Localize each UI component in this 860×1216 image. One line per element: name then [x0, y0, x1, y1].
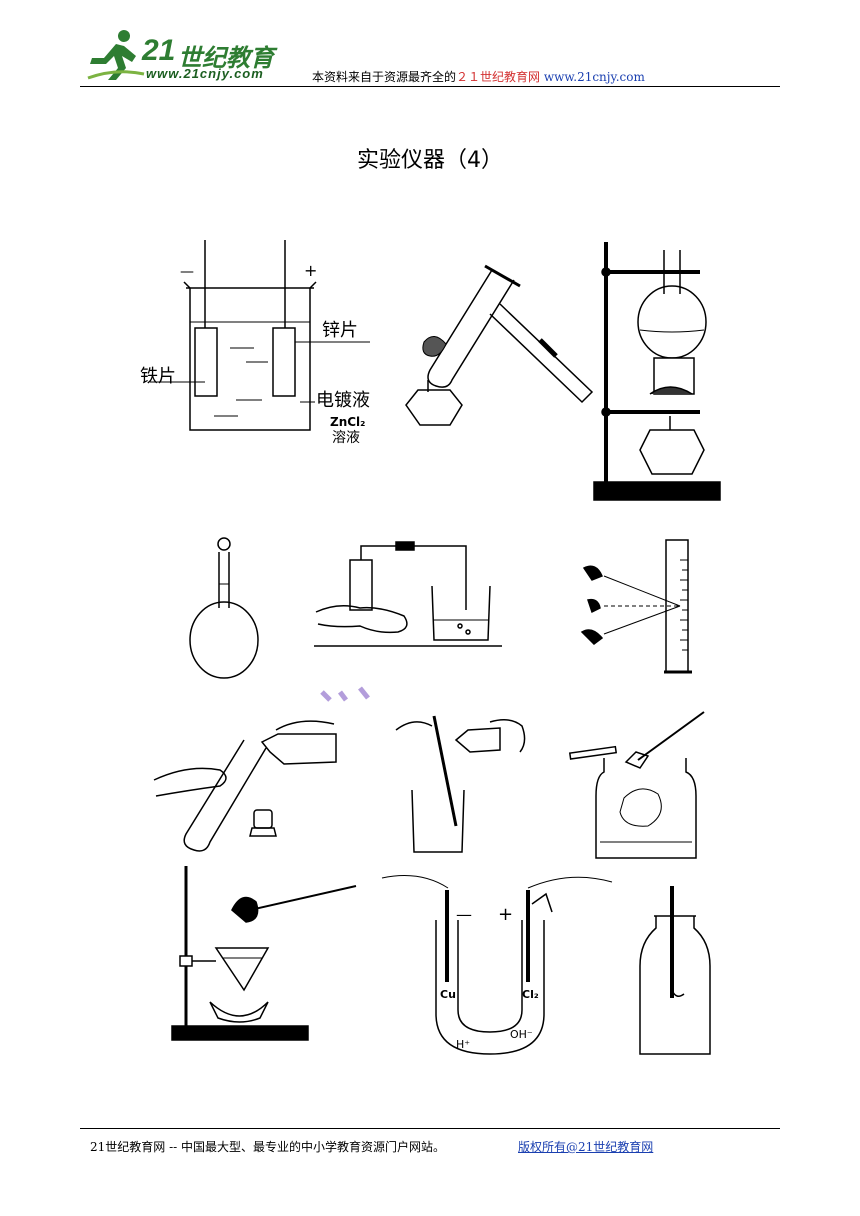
- source-url[interactable]: www.21cnjy.com: [543, 70, 645, 84]
- flask-on-iron-stand: [593, 242, 721, 501]
- logo-url: www.21cnjy.com: [146, 66, 264, 81]
- purple-mark-icon: [320, 686, 370, 702]
- zncl2-label: ZnCl₂: [330, 415, 365, 429]
- electrolysis-plus: +: [498, 904, 513, 925]
- cl2-label: Cl₂: [522, 988, 539, 1001]
- solution-sub-label: 溶液: [332, 430, 360, 446]
- gas-jar-with-rod: [639, 886, 711, 1055]
- page-title: 实验仪器（4）: [357, 148, 503, 173]
- header-source-line: 本资料来自于资源最齐全的２１世纪教育网 www.21cnjy.com: [312, 68, 645, 85]
- plating-solution-label: 电镀液: [316, 390, 370, 411]
- apparatus-figure: — + 锌片 铁片 电镀液 ZnCl₂ 溶液: [140, 240, 721, 1055]
- footer-copyright-link[interactable]: 版权所有@21世纪教育网: [518, 1140, 654, 1154]
- u-tube-electrolysis: [381, 875, 613, 1055]
- h-ion-label: H⁺: [456, 1038, 470, 1051]
- footer-left-text: 21世纪教育网 -- 中国最大型、最专业的中小学教育资源门户网站。: [90, 1140, 446, 1154]
- oh-ion-label: OH⁻: [510, 1028, 533, 1041]
- airtightness-check: [314, 541, 502, 647]
- volumetric-flask: [189, 537, 259, 679]
- glass-rod-drainage: [395, 715, 526, 853]
- footer-rule: [80, 1128, 780, 1129]
- source-site: ２１世纪教育网: [456, 70, 541, 84]
- header-rule: [80, 86, 780, 87]
- electroplating-beaker: [150, 240, 370, 431]
- cu-electrode-label: Cu: [440, 988, 456, 1001]
- gas-jar-combustion: [568, 711, 705, 859]
- logo-chinese: 世纪教育: [178, 44, 274, 72]
- evaporation-setup: [171, 866, 357, 1041]
- graduated-cylinder-reading: [580, 539, 692, 674]
- zinc-plate-label: 锌片: [322, 320, 358, 341]
- electrolysis-minus: —: [456, 905, 472, 924]
- electroplating-minus: —: [180, 264, 194, 280]
- runner-logo-icon: [87, 30, 145, 80]
- logo-number: 21: [142, 34, 176, 67]
- iron-plate-label: 铁片: [140, 366, 176, 387]
- test-tube-heating: [405, 264, 594, 426]
- site-logo: 21 世纪教育 www.21cnjy.com: [86, 28, 286, 84]
- source-prefix: 本资料来自于资源最齐全的: [312, 70, 457, 84]
- electroplating-plus: +: [304, 261, 317, 280]
- pouring-liquid: [153, 720, 337, 852]
